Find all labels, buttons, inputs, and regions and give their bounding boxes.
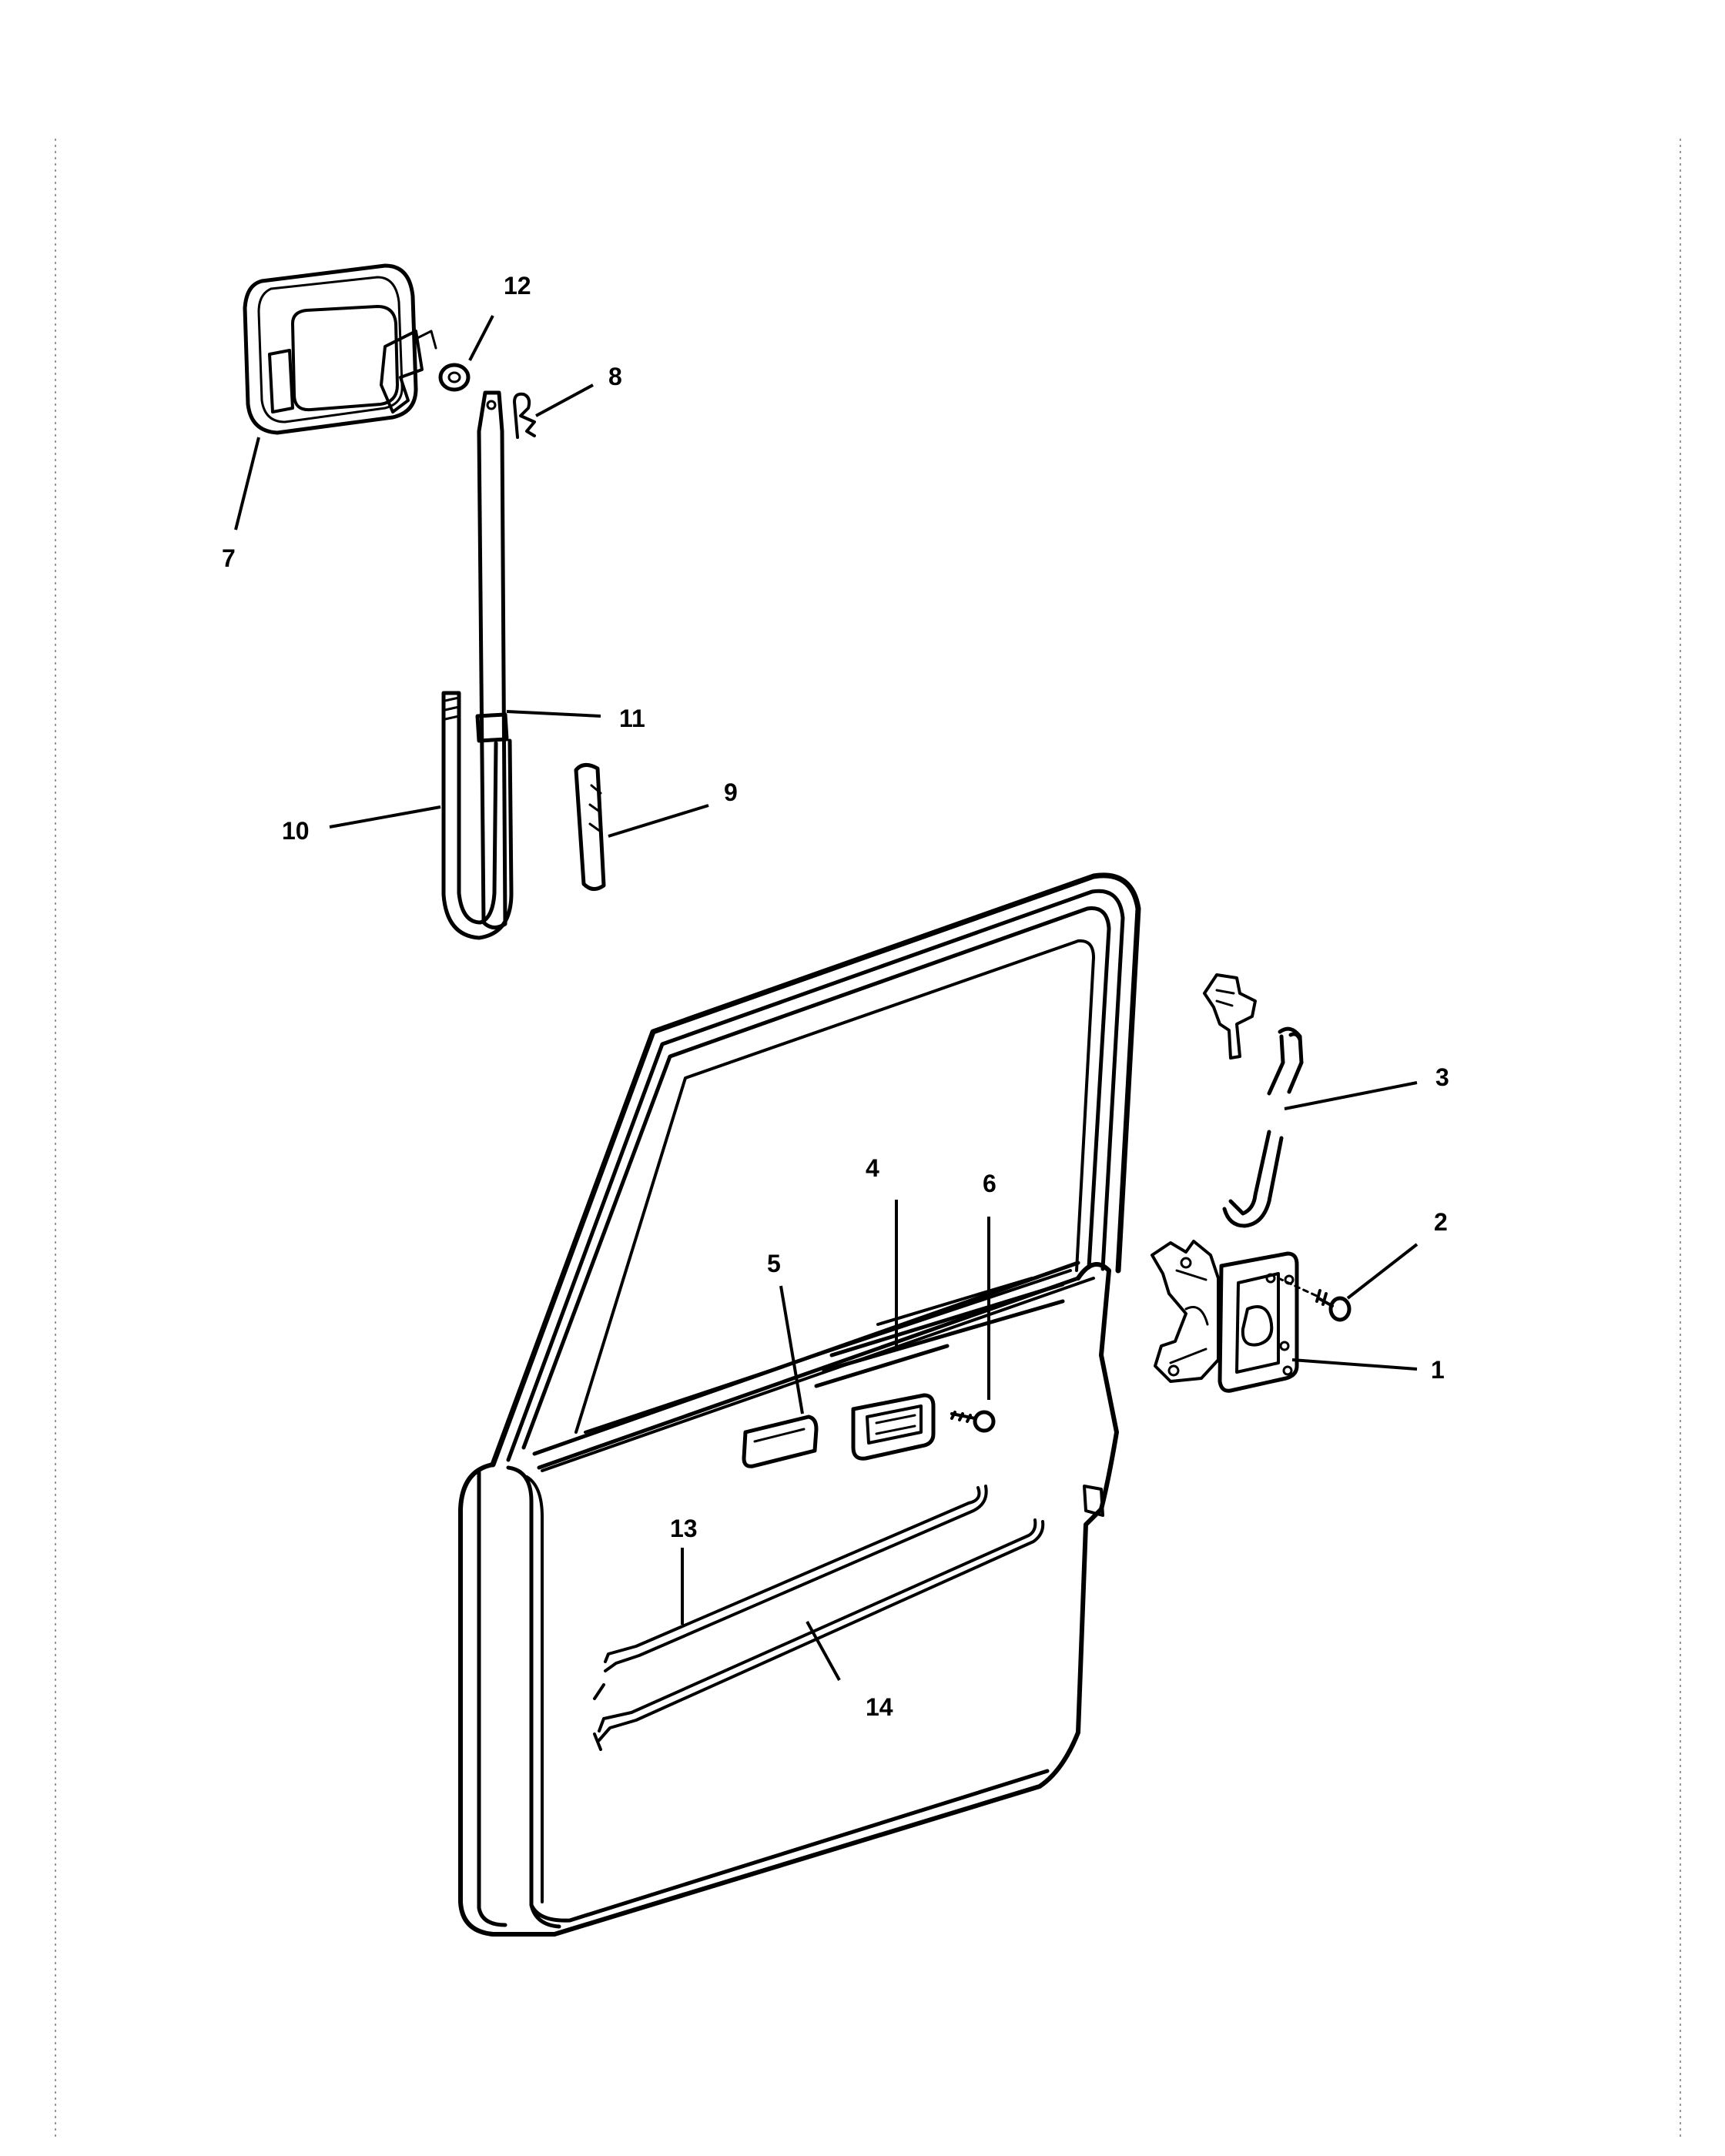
latch-control-rod: [1203, 973, 1304, 1228]
latch-screw: [1277, 1277, 1352, 1322]
callout-4: 4: [866, 1154, 879, 1182]
handle-screw: [950, 1410, 996, 1433]
inside-door-handle: [851, 1393, 936, 1461]
lock-knob: [574, 763, 606, 891]
retaining-clip: [513, 392, 536, 439]
callout-1: 1: [1431, 1356, 1445, 1384]
lock-rod-lower: [593, 1518, 1045, 1751]
callout-10: 10: [282, 817, 310, 845]
callout-labels: 7 12 8 11 9 10 3 2 1 4 6 5 13 14: [222, 272, 1449, 1721]
callout-8: 8: [608, 363, 622, 390]
callout-12: 12: [504, 272, 531, 300]
door-latch: [1151, 1240, 1299, 1393]
callout-13: 13: [670, 1515, 698, 1542]
callout-11: 11: [619, 705, 645, 732]
callout-6: 6: [983, 1170, 996, 1197]
door-panel: [458, 872, 1141, 1937]
leader-lines: [234, 315, 1419, 1681]
callout-3: 3: [1435, 1063, 1449, 1091]
callout-5: 5: [767, 1250, 781, 1277]
callout-7: 7: [222, 544, 236, 572]
lock-rod: [441, 691, 514, 940]
link-rod: [475, 390, 509, 929]
outside-door-handle: [243, 263, 437, 435]
callout-14: 14: [866, 1693, 893, 1721]
lock-bezel: [742, 1414, 819, 1468]
inside-handle-rod: [604, 1485, 988, 1672]
callout-2: 2: [1434, 1208, 1448, 1236]
callout-9: 9: [724, 778, 738, 806]
grommet-washer: [438, 363, 471, 392]
